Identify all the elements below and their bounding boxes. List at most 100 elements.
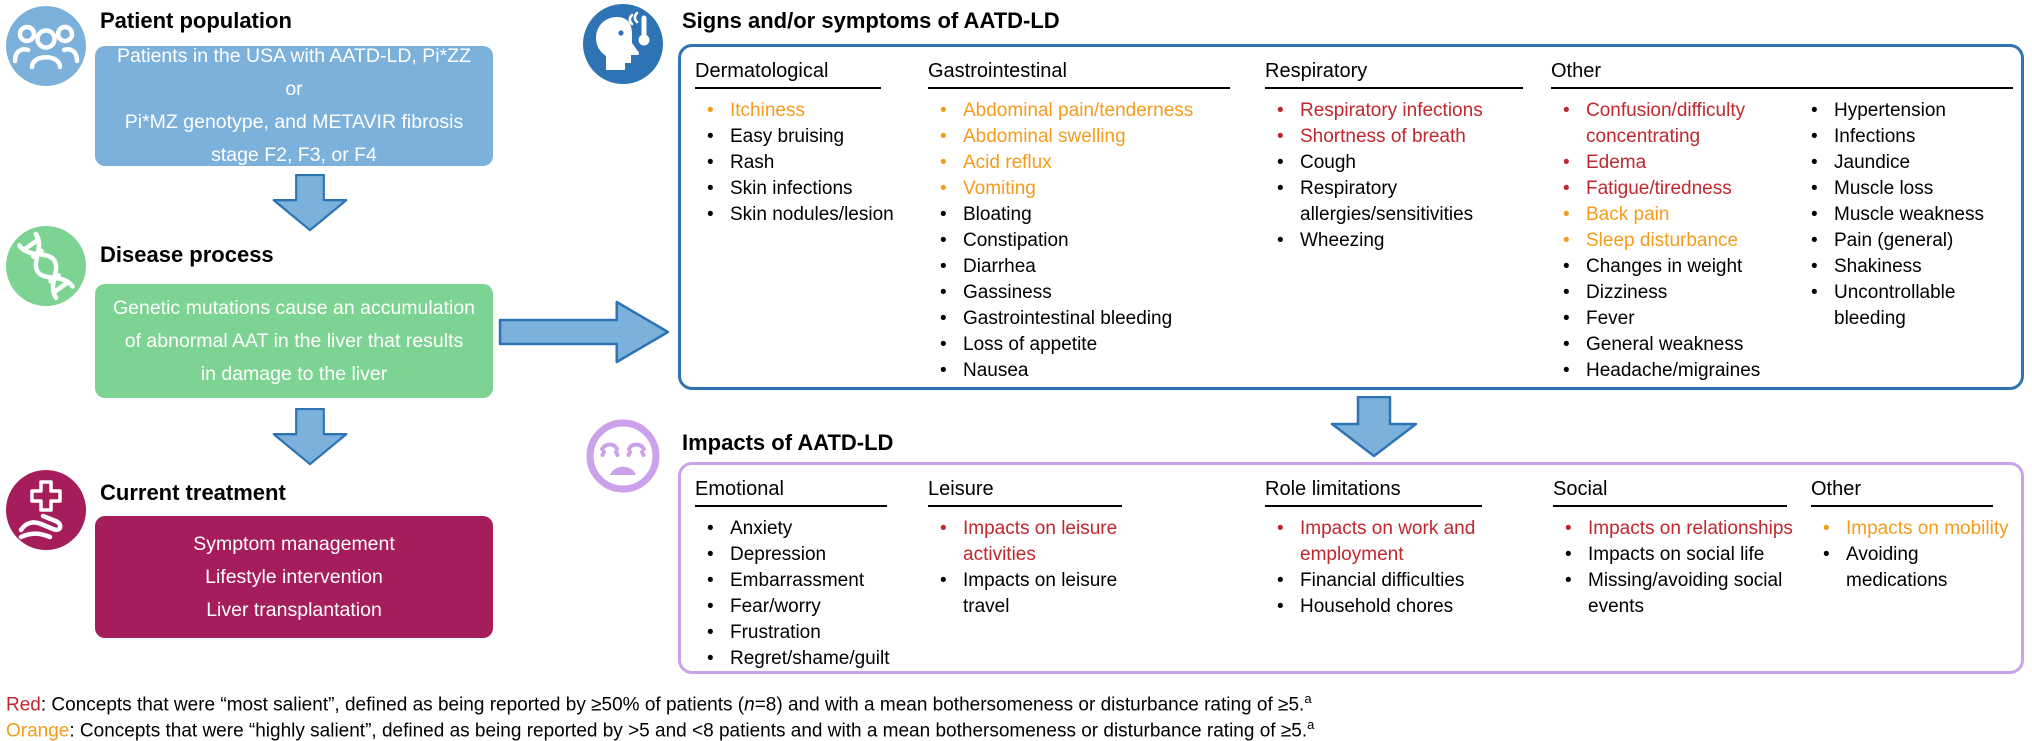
sad-face-icon [583,416,663,496]
bullet-icon: • [1563,204,1570,225]
list-item-label: Infections [1834,126,1916,147]
list-item-label: Dizziness [1586,282,1668,303]
bullet-icon: • [1277,100,1284,121]
bullet-icon: • [707,204,714,225]
list-item-label: Financial difficulties [1300,570,1465,591]
footnote-segment: a [1307,717,1315,732]
bullet-icon: • [1563,308,1570,329]
column-list: •Impacts on relationships• Impacts on soc… [1553,516,1805,620]
list-item-label: Impacts on work and employment [1300,518,1476,565]
list-item-label: Impacts on social life [1588,544,1765,565]
list-item-label: Uncontrollable bleeding [1834,282,1956,329]
bullet-icon: • [707,178,714,199]
list-item: •Cough [1265,150,1541,176]
list-item-label: General weakness [1586,334,1744,355]
bullet-icon: • [707,648,714,669]
signs-panel: Dermatological •Itchiness•Easy bruising•… [678,44,2024,390]
bullet-icon: • [940,518,947,539]
footnote-segment: : Concepts that were “most salient”, def… [40,694,745,716]
bullet-icon: • [940,152,947,173]
list-item-label: Edema [1586,152,1647,173]
bullet-icon: • [1563,256,1570,277]
list-item-label: Abdominal pain/tenderness [963,100,1194,121]
list-item-label: Impacts on leisure activities [963,518,1118,565]
bullet-icon: • [1811,230,1818,251]
list-item-label: Shortness of breath [1300,126,1466,147]
list-item: •Changes in weight [1551,254,1799,280]
column-list: •Hypertension•Infections•Jaundice•Muscle… [1799,98,2005,384]
list-item-label: Fever [1586,308,1635,329]
column-header: Role limitations [1265,477,1482,507]
bullet-icon: • [940,126,947,147]
impacts-column-other: Other •Impacts on mobility•Avoiding medi… [1811,477,2011,594]
footnote-segment: : Concepts that were “highly salient”, d… [69,720,1308,741]
list-item: •Frustration [695,620,905,646]
list-item-label: Avoiding medications [1846,544,1948,591]
bullet-icon: • [1823,518,1830,539]
signs-column-dermatological: Dermatological •Itchiness•Easy bruising•… [695,59,899,228]
column-list: • Respiratory infections • Shortness of bre… [1265,98,1541,254]
list-item: •Pain (general) [1799,228,2005,254]
column-list: •Impacts on mobility•Avoiding medication… [1811,516,2011,594]
list-item-label: Skin infections [730,178,853,199]
list-item: •Diarrhea [928,254,1248,280]
list-item: • Respiratory infections [1265,98,1541,124]
text-line: Liver transplantation [206,598,382,621]
bullet-icon: • [1811,282,1818,303]
column-header: Respiratory [1265,59,1523,89]
bullet-icon: • [940,334,947,355]
bullet-icon: • [940,230,947,251]
column-header: Social [1553,477,1787,507]
bullet-icon: • [1811,100,1818,121]
list-item-label: Confusion/difficulty concentrating [1586,100,1746,147]
list-item-label: Abdominal swelling [963,126,1126,147]
list-item: •Impacts on leisure travel [928,568,1140,620]
list-item-label: Back pain [1586,204,1670,225]
bullet-icon: • [1563,334,1570,355]
footnote-segment: n [744,694,755,716]
list-item: •Missing/avoiding social events [1553,568,1805,620]
bullet-icon: • [1277,126,1284,147]
bullet-icon: • [707,596,714,617]
patient-population-box-text: Patients in the USA with AATD-LD, Pi*ZZ … [107,40,481,172]
list-item: •Anxiety [695,516,905,542]
bullet-icon: • [707,622,714,643]
list-item: •Dizziness [1551,280,1799,306]
arrow-down-icon [272,408,348,466]
bullet-icon: • [707,126,714,147]
list-item: •Respiratory allergies/sensitivities [1265,176,1541,228]
list-item: •Impacts on work and employment [1265,516,1500,568]
signs-panel-title: Signs and/or symptoms of AATD-LD [682,8,1060,33]
arrow-right-icon [498,300,670,364]
bullet-icon: • [940,570,947,591]
list-item: •Constipation [928,228,1248,254]
bullet-icon: • [707,544,714,565]
bullet-icon: • [1823,544,1830,565]
list-item: • Fever [1551,306,1799,332]
list-item: •Abdominal pain/tenderness [928,98,1248,124]
list-item-label: Sleep disturbance [1586,230,1739,251]
bullet-icon: • [1565,544,1572,565]
list-item: •Infections [1799,124,2005,150]
bullet-icon: • [1563,230,1570,251]
list-item: •Financial difficulties [1265,568,1500,594]
list-item: • Avoiding medications [1811,542,2011,594]
list-item-label: Vomiting [963,178,1036,199]
list-item-label: Hypertension [1834,100,1946,121]
list-item: •Impacts on relationships [1553,516,1805,542]
list-item: •Nausea [928,358,1248,384]
bullet-icon: • [707,570,714,591]
impacts-panel-title: Impacts of AATD-LD [682,430,894,455]
list-item: • Back pain [1551,202,1799,228]
list-item-label: Easy bruising [730,126,845,147]
list-item: • Sleep disturbance [1551,228,1799,254]
impacts-panel: Emotional •Anxiety•Depression•Embarrassm… [678,462,2024,674]
text-line: Patients in the USA with AATD-LD, Pi*ZZ … [116,45,472,100]
bullet-icon: • [940,204,947,225]
list-item-label: Acid reflux [963,152,1052,173]
list-item-label: Embarrassment [730,570,865,591]
impacts-column-role-limitations: Role limitations •Impacts on work and em… [1265,477,1500,620]
list-item-label: Respiratory infections [1300,100,1483,121]
